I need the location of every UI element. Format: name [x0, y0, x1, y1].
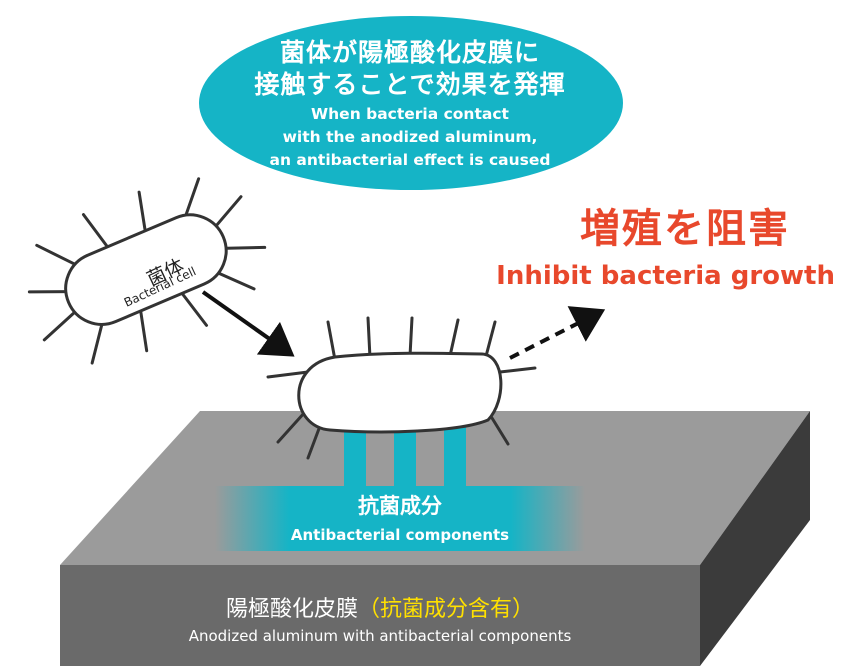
speech-bubble [199, 16, 623, 190]
components-en-label: Antibacterial components [290, 526, 510, 544]
contact-arrow [201, 290, 295, 357]
base-en-label: Anodized aluminum with antibacterial com… [188, 627, 572, 645]
antibacterial-band [215, 486, 585, 551]
bacterium-surface [266, 316, 537, 460]
base-jp-highlight: 抗菌成分含有 [380, 597, 513, 622]
base-jp-close-paren: ） [512, 597, 535, 622]
bubble-en-line3: an antibacterial effect is caused [269, 151, 551, 169]
bubble-en-line1: When bacteria contact [311, 105, 509, 123]
base-jp-label: 陽極酸化皮膜（抗菌成分含有） [60, 596, 700, 624]
inhibit-en-label: Inhibit bacteria growth [496, 261, 835, 291]
bubble-jp-line2: 接触することで効果を発揮 [254, 70, 566, 99]
components-jp-label: 抗菌成分 [358, 494, 442, 518]
bacterium-upper [27, 177, 267, 365]
bubble-en-line2: with the anodized aluminum, [282, 128, 538, 146]
bubble-jp-line1: 菌体が陽極酸化皮膜に [279, 38, 540, 67]
slab-front-face [60, 565, 700, 666]
base-jp-open-paren: （ [357, 597, 380, 622]
base-jp-main: 陽極酸化皮膜 [225, 597, 358, 622]
inhibit-arrow [509, 306, 606, 360]
inhibit-jp-label: 増殖を阻害 [580, 206, 790, 252]
slab-side-face [700, 411, 810, 666]
